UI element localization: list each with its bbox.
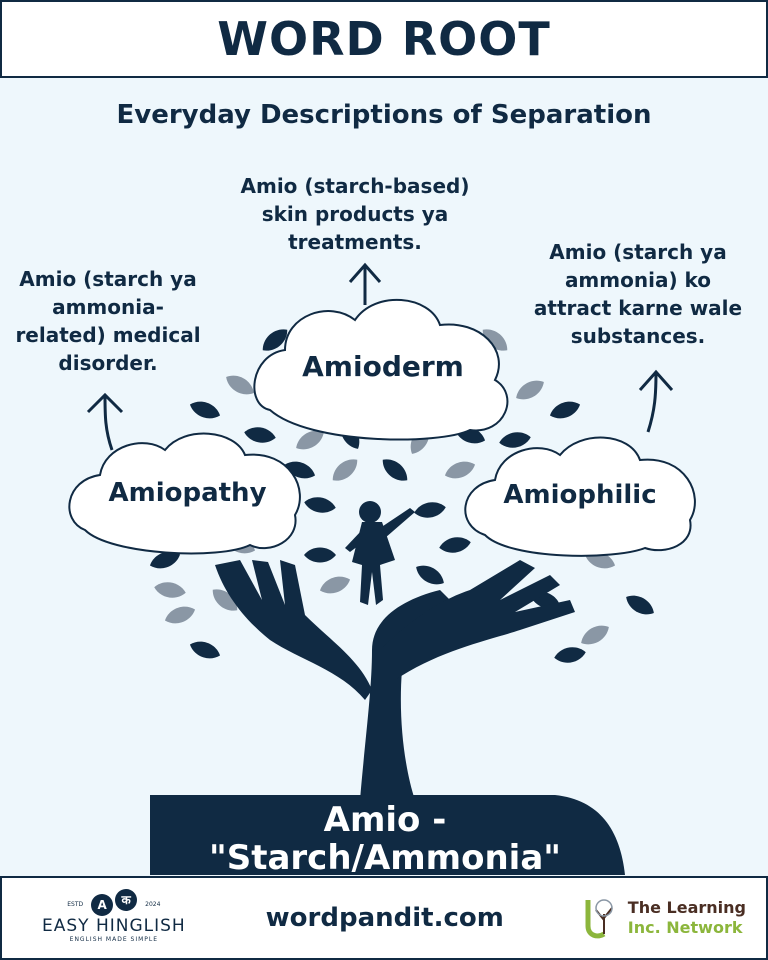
logo-tagline: ENGLISH MADE SIMPLE: [69, 935, 159, 943]
leaf-icon: [164, 606, 196, 624]
arrow-up-right: [638, 369, 674, 433]
logo-bubble-a: A: [91, 893, 114, 916]
leaf-icon: [626, 595, 654, 615]
leaf-icon: [212, 589, 238, 611]
meaning-amiophilic: Amio (starch ya ammonia) ko attract karn…: [533, 240, 743, 348]
leaf-icon: [226, 375, 254, 395]
page-title: WORD ROOT: [217, 12, 551, 66]
leaf-icon: [154, 582, 186, 598]
cloud-amiopathy: [68, 432, 301, 555]
leaf-icon: [581, 625, 609, 645]
leaf-icon: [382, 459, 408, 481]
logo-bubble-ka: क: [115, 888, 138, 911]
learning-network-logo: The Learning Inc. Network: [584, 896, 746, 940]
leaf-icon: [262, 329, 288, 351]
meaning-amioderm: Amio (starch-based) skin products ya tre…: [240, 174, 470, 254]
footer: ESTD A क 2024 EASY HINGLISH ENGLISH MADE…: [0, 876, 768, 960]
header: WORD ROOT: [0, 0, 768, 78]
meaning-amiopathy: Amio (starch ya ammonia-related) medical…: [15, 267, 201, 375]
logo-estd: ESTD: [67, 901, 84, 908]
leaf-icon: [244, 427, 276, 443]
cloud-amioderm: [253, 299, 509, 441]
leaf-icon: [319, 576, 351, 594]
leaf-icon: [499, 432, 531, 448]
easy-hinglish-logo: ESTD A क 2024 EASY HINGLISH ENGLISH MADE…: [42, 888, 186, 943]
child-silhouette-icon: [345, 501, 415, 605]
leaf-icon: [439, 537, 471, 553]
leaf-icon: [296, 430, 324, 450]
leaf-icon: [416, 565, 444, 585]
word-amiophilic: Amiophilic: [503, 480, 657, 510]
logo-year: 2024: [145, 901, 161, 908]
learning-line2: Inc. Network: [627, 918, 743, 937]
leaf-icon: [189, 641, 221, 659]
subtitle: Everyday Descriptions of Separation: [116, 100, 652, 130]
learning-line1: The Learning: [627, 898, 746, 917]
word-amiopathy: Amiopathy: [108, 478, 267, 508]
leaf-icon: [444, 461, 476, 479]
root-word: Amio -: [323, 800, 447, 840]
right-hand-icon: [380, 560, 575, 680]
arrows: [86, 262, 674, 451]
arrow-up-center: [348, 262, 382, 305]
site-link[interactable]: wordpandit.com: [265, 903, 504, 933]
leaf-icon: [332, 459, 358, 481]
word-amioderm: Amioderm: [302, 350, 464, 383]
root-band: [150, 795, 625, 875]
left-hand-icon: [215, 560, 372, 700]
leaf-icon: [414, 502, 446, 518]
root-meaning: "Starch/Ammonia": [209, 838, 561, 878]
leaf-icon: [482, 329, 508, 351]
leaf-icon: [549, 401, 581, 419]
leaf-icon: [304, 497, 336, 513]
leaf-icon: [554, 647, 586, 663]
tree-logo-icon: [585, 899, 613, 939]
leaf-icon: [516, 380, 544, 400]
leaf-icon: [304, 547, 336, 563]
arrow-up-left: [86, 392, 124, 451]
leaf-icon: [189, 401, 221, 419]
cloud-amiophilic: [464, 436, 696, 557]
logo-name: EASY HINGLISH: [42, 915, 186, 936]
tree-trunk: [360, 590, 460, 800]
leaf-icon: [149, 551, 181, 569]
